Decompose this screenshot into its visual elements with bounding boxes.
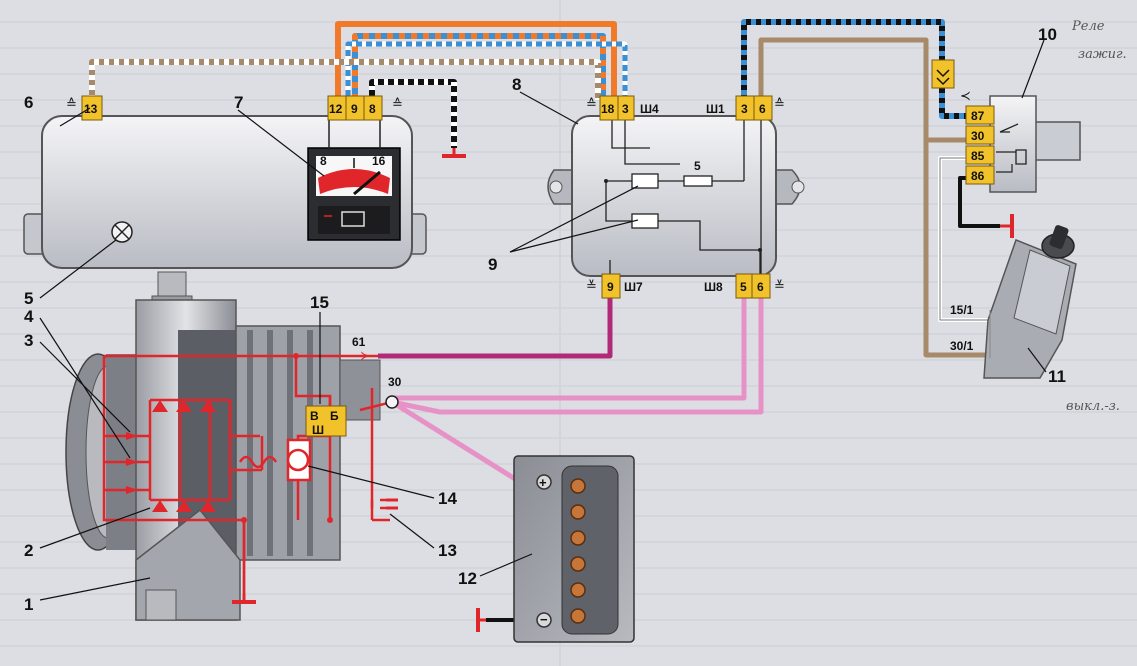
callout-10: 10 (1038, 25, 1057, 44)
handwriting-zazhig: зажиг. (1078, 47, 1127, 62)
handwriting-vykl: выкл.-з. (1066, 399, 1120, 414)
connector-6-sh8: 6 (757, 280, 764, 294)
arrow-icon: ≺ (960, 88, 971, 103)
ground-symbol-icon (232, 594, 256, 604)
arrow-icon: ≚ (586, 278, 597, 293)
connector-8-cluster: 8 (369, 102, 376, 116)
connector-9-sh7: 9 (607, 280, 614, 294)
cluster-connectors: 13 12 9 8 ≙ ≙ (66, 95, 403, 121)
ignition-switch: 15/1 30/1 (950, 225, 1077, 379)
callout-3: 3 (24, 331, 33, 350)
handwriting-rele: Реле (1071, 19, 1105, 34)
callout-8: 8 (512, 75, 521, 94)
callout-2: 2 (24, 541, 33, 560)
callout-6: 6 (24, 93, 33, 112)
brush-terminal-v: В (310, 409, 319, 423)
gauge-pin-8: 8 (320, 154, 327, 168)
ground-symbol-icon (476, 608, 486, 632)
switch-terminal-30-1: 30/1 (950, 339, 974, 353)
plug-label-sh7: Ш7 (624, 280, 643, 294)
callout-leaders (39, 39, 1047, 601)
voltage-regulator: 5 (547, 115, 805, 290)
brush-terminal-sh: Ш (312, 423, 324, 437)
brush-holder: В Б Ш (305, 405, 347, 437)
relay-pin-30: 30 (971, 129, 985, 143)
connector-18: 18 (601, 102, 615, 116)
ground-symbol-icon (1000, 214, 1014, 238)
callout-9: 9 (488, 255, 497, 274)
diode-bridge (126, 353, 333, 523)
connector-6-sh1: 6 (759, 102, 766, 116)
generator-terminals: 61 ≻ 30 (352, 335, 402, 409)
arrow-icon: ≙ (774, 96, 785, 111)
instrument-cluster: 8 16 (23, 115, 427, 269)
capacitor-icon (386, 498, 398, 510)
generator-circuit (102, 354, 393, 594)
callout-15: 15 (310, 293, 329, 312)
resistor-label: 5 (694, 159, 701, 173)
relay-pin-87: 87 (971, 109, 985, 123)
battery-minus-icon: − (540, 612, 548, 627)
callout-11: 11 (1048, 367, 1066, 386)
callout-7: 7 (234, 93, 243, 112)
gauge-pin-16: 16 (372, 154, 386, 168)
plug-label-sh8: Ш8 (704, 280, 723, 294)
handwritten-notes: Реле зажиг. выкл.-з. (1066, 19, 1127, 414)
connector-12: 12 (329, 102, 343, 116)
arrow-icon: ≚ (774, 278, 785, 293)
callout-1: 1 (24, 595, 33, 614)
callout-4: 4 (24, 307, 34, 326)
callout-12: 12 (458, 569, 477, 588)
callouts: 1 2 3 4 5 6 7 8 9 10 11 12 13 14 15 (24, 25, 1066, 614)
callout-14: 14 (438, 489, 457, 508)
brush-terminal-b: Б (330, 409, 339, 423)
switch-terminal-15-1: 15/1 (950, 303, 974, 317)
connector-5-sh8: 5 (740, 280, 747, 294)
ground-symbol-icon (442, 148, 466, 158)
arrow-icon: ≙ (66, 96, 77, 111)
plug-label-sh1: Ш1 (706, 102, 725, 116)
ignition-relay: ≺ 87 30 85 86 (931, 59, 1081, 193)
connector-3-sh1: 3 (741, 102, 748, 116)
terminal-30-label: 30 (388, 375, 402, 389)
warning-lamp-icon (111, 221, 133, 243)
relay-pin-85: 85 (971, 149, 985, 163)
connector-3-sh4: 3 (622, 102, 629, 116)
battery: + − (513, 455, 635, 643)
battery-plus-icon: + (539, 475, 547, 490)
arrow-icon: ≻ (360, 348, 371, 363)
relay-pin-86: 86 (971, 169, 985, 183)
arrow-icon: ≙ (586, 96, 597, 111)
arrow-icon: ≙ (392, 96, 403, 111)
regulator-connectors: 18 3 Ш4 ≙ Ш1 3 6 ≙ 9 Ш7 ≚ Ш8 5 6 ≚ (586, 95, 785, 299)
callout-13: 13 (438, 541, 457, 560)
connector-9-cluster: 9 (351, 102, 358, 116)
terminal-61-label: 61 (352, 335, 366, 349)
connector-13: 13 (84, 102, 98, 116)
callout-5: 5 (24, 289, 33, 308)
plug-label-sh4: Ш4 (640, 102, 659, 116)
